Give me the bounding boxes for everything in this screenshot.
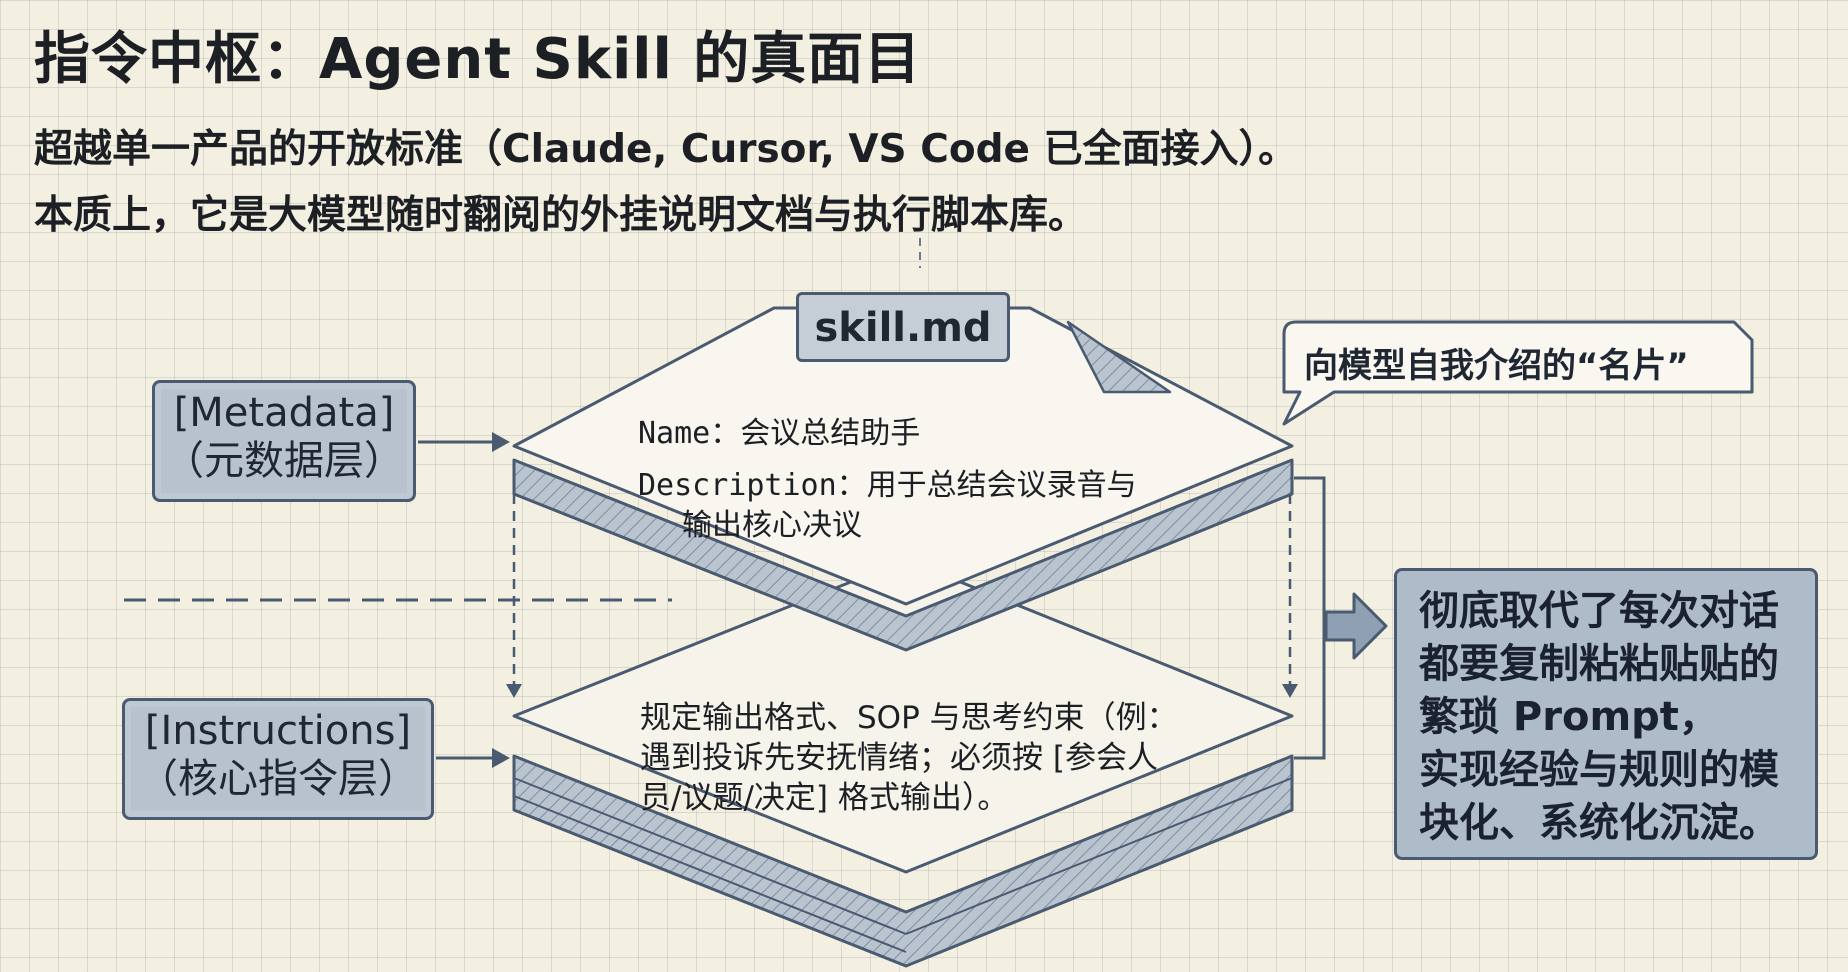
arrow-metadata-head xyxy=(492,432,510,452)
connector-left-arrowhead xyxy=(506,684,522,698)
instructions-tag: [Instructions] （核心指令层） xyxy=(122,698,434,820)
metadata-description-line-2: 输出核心决议 xyxy=(682,508,862,543)
metadata-tag: [Metadata] （元数据层） xyxy=(152,380,416,502)
metadata-name-line: Name：会议总结助手 xyxy=(638,416,921,451)
instructions-layer-slab xyxy=(512,558,1294,968)
folded-corner-icon xyxy=(1066,320,1172,394)
arrow-instructions-head xyxy=(492,748,510,768)
outcome-line-4: 实现经验与规则的模 xyxy=(1419,747,1779,793)
instructions-tag-title: [Instructions] xyxy=(144,708,412,754)
instructions-line-2: 遇到投诉先安抚情绪；必须按 [参会人 xyxy=(640,740,1158,776)
metadata-tag-subtitle: （元数据层） xyxy=(164,438,404,484)
metadata-description-line-1: Description：用于总结会议录音与 xyxy=(638,468,1137,503)
page-title: 指令中枢：Agent Skill 的真面目 xyxy=(34,27,922,92)
connector-right-arrowhead xyxy=(1282,684,1298,698)
layers-bracket xyxy=(1294,476,1326,760)
outcome-line-3: 繁琐 Prompt， xyxy=(1419,694,1719,740)
instructions-tag-subtitle: （核心指令层） xyxy=(138,756,418,802)
outcome-line-2: 都要复制粘粘贴贴的 xyxy=(1419,641,1779,687)
outcome-line-1: 彻底取代了每次对话 xyxy=(1419,588,1779,634)
callout-bubble xyxy=(1282,320,1754,426)
metadata-tag-title: [Metadata] xyxy=(173,390,395,436)
callout-text: 向模型自我介绍的“名片” xyxy=(1304,346,1689,386)
subtitle-line-1: 超越单一产品的开放标准（Claude, Cursor, VS Code 已全面接… xyxy=(34,127,1298,172)
metadata-layer-slab xyxy=(512,306,1294,652)
skill-file-label: skill.md xyxy=(796,292,1010,362)
instructions-line-3: 员/议题/决定] 格式输出）。 xyxy=(640,780,1009,816)
instructions-line-1: 规定输出格式、SOP 与思考约束（例： xyxy=(640,700,1178,736)
subtitle-line-2: 本质上，它是大模型随时翻阅的外挂说明文档与执行脚本库。 xyxy=(34,193,1088,238)
outcome-box: 彻底取代了每次对话 都要复制粘粘贴贴的 繁琐 Prompt， 实现经验与规则的模… xyxy=(1394,568,1818,860)
outcome-line-5: 块化、系统化沉淀。 xyxy=(1419,800,1779,846)
outcome-arrow xyxy=(1324,592,1388,660)
